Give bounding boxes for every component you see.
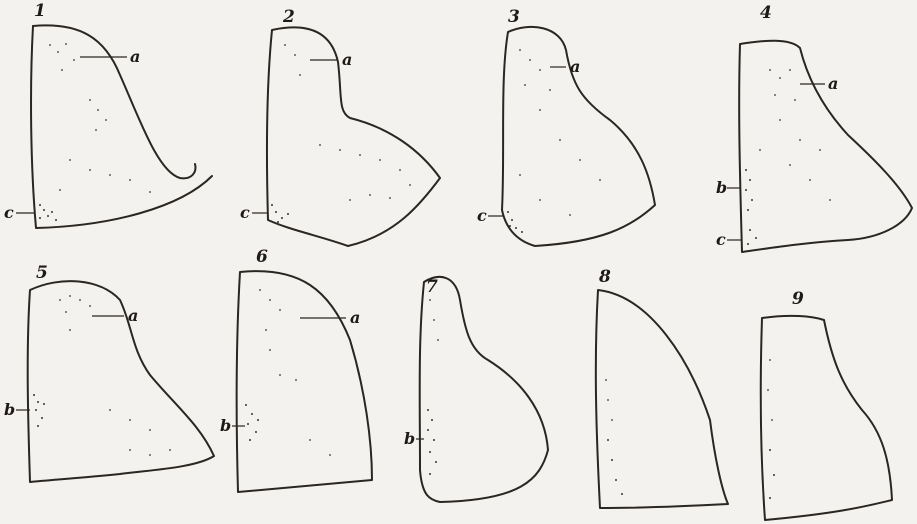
figure-2-label-c: c [240, 203, 250, 222]
figure-4-label-c: c [716, 230, 726, 249]
figure-8-outline [596, 290, 728, 508]
figure-7-label-b: b [404, 429, 415, 448]
figure-5-label-b: b [4, 400, 15, 419]
figure-7-stipple [427, 299, 439, 475]
figure-2-number: 2 [282, 7, 295, 27]
figure-6: 6 a b [220, 247, 372, 492]
figure-4-label-a: a [828, 74, 838, 93]
figure-6-label-b: b [220, 416, 231, 435]
figure-1-number: 1 [34, 1, 46, 21]
figure-1: 1 a c [4, 1, 212, 228]
figure-7: 7 b [404, 277, 548, 502]
figure-4-outline [739, 41, 912, 252]
figure-8-number: 8 [598, 267, 611, 287]
figure-2-label-a: a [342, 50, 352, 69]
figure-2: 2 a c [240, 7, 440, 246]
figure-3: 3 a c [477, 7, 655, 246]
figure-1-outline [33, 25, 195, 178]
figure-9-outline [761, 316, 892, 520]
figure-1-outline-base [31, 26, 212, 228]
figure-2-outline [267, 27, 440, 246]
figure-8: 8 [596, 267, 728, 508]
figure-3-stipple [507, 49, 601, 233]
figure-1-label-c: c [4, 203, 14, 222]
figure-5-number: 5 [36, 263, 48, 283]
figure-5-label-a: a [128, 306, 138, 325]
figure-6-stipple [245, 289, 331, 456]
figure-8-stipple [605, 379, 623, 495]
figure-9-stipple [767, 359, 775, 499]
figure-6-number: 6 [256, 247, 268, 267]
figure-3-number: 3 [508, 7, 520, 27]
figure-7-outline [420, 277, 548, 502]
figure-3-label-a: a [570, 57, 580, 76]
figure-6-outline [237, 271, 372, 492]
figure-6-label-a: a [350, 308, 360, 327]
figure-4-label-b: b [716, 178, 727, 197]
figure-4: 4 a b c [716, 3, 912, 252]
figure-4-number: 4 [760, 3, 772, 23]
figure-1-stipple [39, 43, 151, 221]
figure-1-label-a: a [130, 47, 140, 66]
figure-9-number: 9 [792, 289, 804, 309]
figure-3-label-c: c [477, 206, 487, 225]
figure-9: 9 [761, 289, 892, 520]
figure-5-outline [28, 281, 214, 482]
figure-5: 5 a b [4, 263, 214, 482]
